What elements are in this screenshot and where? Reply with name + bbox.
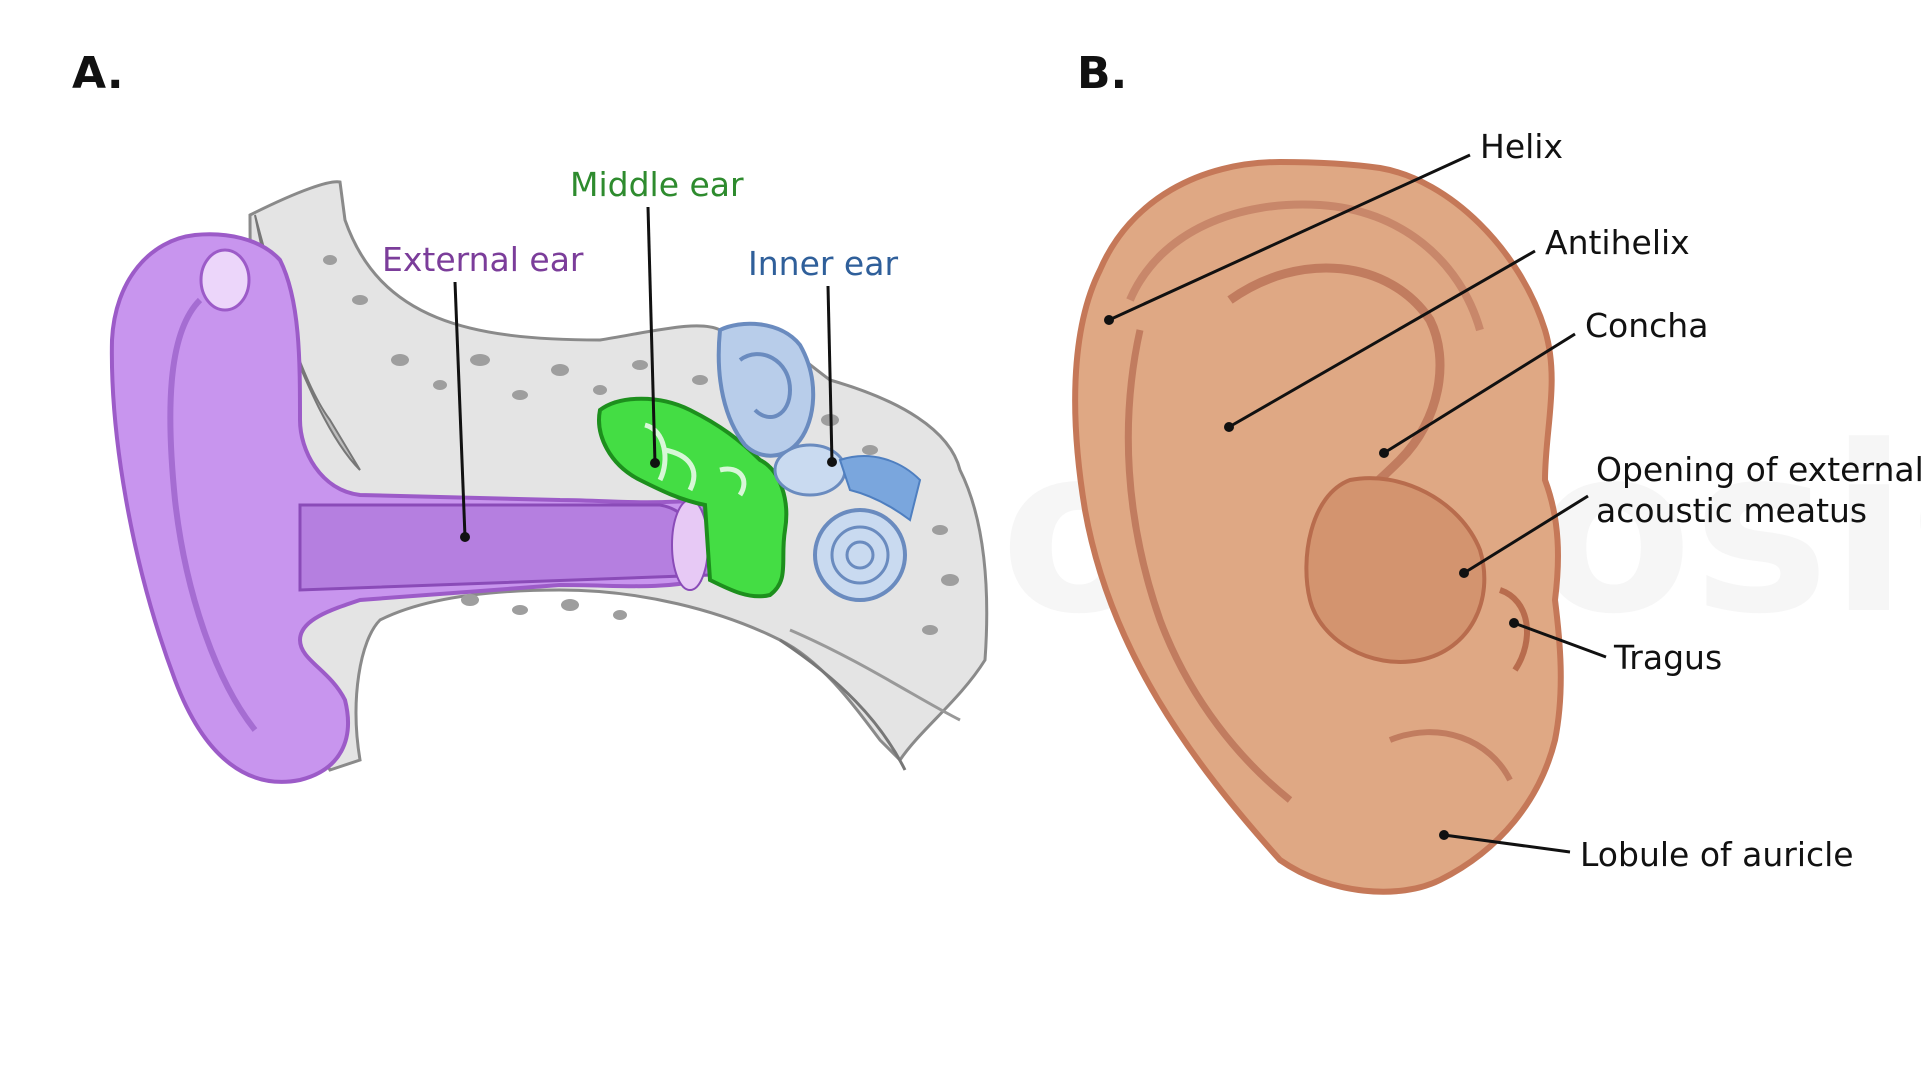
panel-b: B. Helix Antihelix Concha Opening of ext… [1072,48,1921,895]
middle-ear-label: Middle ear [570,165,744,204]
opening-label-line1: Opening of external [1596,450,1921,489]
panel-a: A. [72,48,989,784]
ear-cross-section-illustration [109,180,989,784]
external-ear-label: External ear [382,240,584,279]
tragus-leader [1513,621,1607,659]
inner-ear-leader [826,285,834,463]
concha-pointer [1379,448,1389,458]
inner-ear-pointer [827,457,837,467]
outer-fold [1124,329,1293,803]
concha-leader [1383,332,1576,455]
concha-label: Concha [1585,306,1708,345]
lobule-label: Lobule of auricle [1580,835,1854,874]
lower-tissue-line-2 [789,628,961,722]
tragus-pointer [1509,618,1519,628]
ear-canal [298,503,712,592]
cochlea [813,508,907,602]
cochlear-nerve [838,455,922,522]
antihelix-label: Antihelix [1545,223,1690,262]
lobule-pointer [1439,830,1449,840]
bone-texture [323,255,959,635]
auricle-illustration [1072,158,1564,895]
opening-pointer [1459,568,1469,578]
helix-label: Helix [1480,127,1563,166]
concha-bowl [1304,476,1487,664]
lobule-leader [1443,833,1571,854]
opening-label-line2: acoustic meatus [1596,491,1867,530]
antihelix-leader [1228,249,1536,429]
eardrum [671,499,709,591]
pinna-inner-fold [167,297,258,732]
helix-rim [1126,200,1484,332]
external-ear-pointer [460,532,470,542]
antihelix-pointer [1224,422,1234,432]
inner-ear-label: Inner ear [748,244,898,283]
helix-pointer [1104,315,1114,325]
middle-ear-leader [646,206,657,464]
opening-leader [1463,494,1589,575]
middle-ear-cavity [597,396,789,599]
panel-a-letter: A. [72,48,124,99]
ossicles [644,422,747,497]
panel-b-letter: B. [1077,48,1127,99]
tragus-label: Tragus [1613,638,1722,677]
tragus-fold [1498,587,1530,672]
middle-ear-pointer [650,458,660,468]
lower-tissue-line [779,638,907,771]
vestibule [773,443,847,497]
inner-ear-labyrinth [716,321,922,602]
external-ear-leader [453,281,467,538]
lobule-fold [1388,729,1513,782]
pinna-helix-top [199,248,251,312]
helix-leader [1108,153,1471,322]
